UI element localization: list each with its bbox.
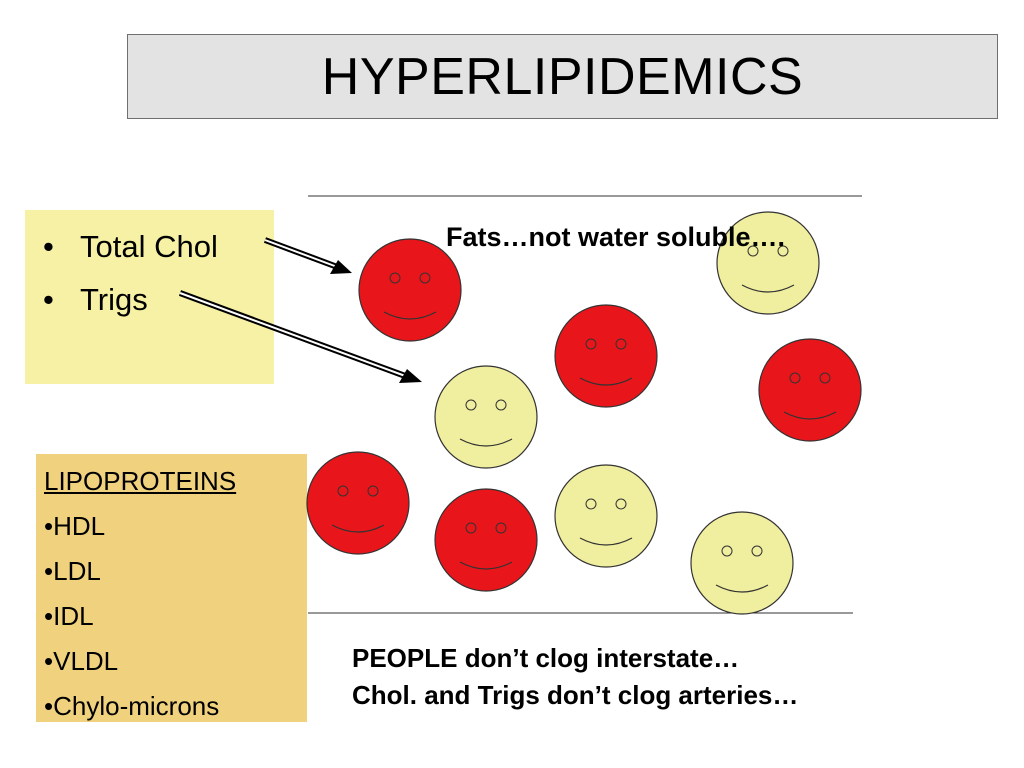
red-smiley-icon [554,304,658,408]
yellow-smiley-icon [690,511,794,615]
red-smiley-icon [306,451,410,555]
slide-title: HYPERLIPIDEMICS [321,47,804,106]
bullet-trigs: • Trigs [43,273,274,326]
lipid-bullet-box: • Total Chol • Trigs [25,210,274,384]
lipid-bullet-list: • Total Chol • Trigs [25,210,274,326]
lipoprotein-item: •LDL [44,556,101,586]
arrow-trigs-icon [178,290,422,383]
red-smiley-icon [434,488,538,592]
bullet-text: Total Chol [80,229,218,264]
lipoproteins-box: LIPOPROTEINS •HDL •LDL •IDL •VLDL •Chylo… [36,454,307,722]
lipoprotein-item: •VLDL [44,646,119,676]
bullet-total-chol: • Total Chol [43,220,274,273]
people-note-line1: PEOPLE don’t clog interstate… [352,643,740,673]
bullet-text: Trigs [80,282,148,317]
bullet-marker: • [43,282,54,317]
arrow-total-chol-icon [263,237,352,274]
people-note-line2: Chol. and Trigs don’t clog arteries… [352,680,799,710]
fats-note: Fats…not water soluble…. [446,222,786,252]
people-note: PEOPLE don’t clog interstate… Chol. and … [352,640,798,714]
lipoprotein-item: •Chylo-microns [44,691,220,721]
lipoproteins-heading: LIPOPROTEINS [44,466,237,496]
lipoprotein-item: •IDL [44,601,94,631]
lipoproteins-list: LIPOPROTEINS •HDL •LDL •IDL •VLDL •Chylo… [36,454,307,729]
red-smiley-icon [758,338,862,442]
yellow-smiley-icon [434,365,538,469]
title-box: HYPERLIPIDEMICS [127,34,998,119]
red-smiley-icon [358,238,462,342]
bullet-marker: • [43,229,54,264]
yellow-smiley-icon [554,464,658,568]
lipoprotein-item: •HDL [44,511,106,541]
